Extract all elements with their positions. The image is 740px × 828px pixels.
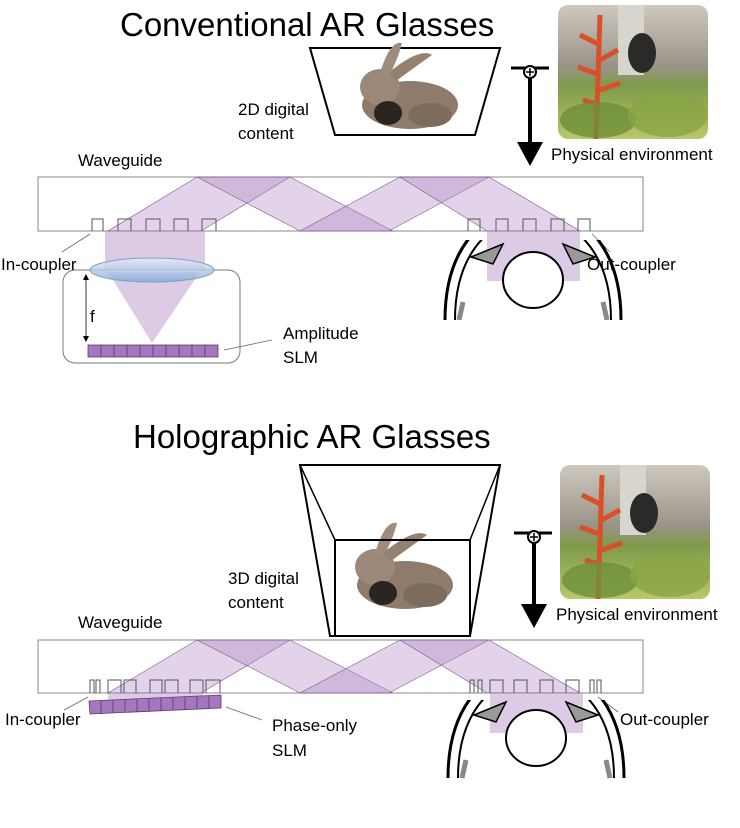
in-coupler-grating <box>89 679 221 693</box>
focal-length-arrow <box>83 274 89 342</box>
slm-label-1: Amplitude <box>283 324 359 343</box>
in-coupler-grating <box>91 218 217 231</box>
slm-label-1: Phase-only <box>272 716 358 735</box>
environment-photo <box>560 465 710 599</box>
lens <box>89 257 215 283</box>
2d-content-frame <box>308 42 502 136</box>
out-coupler-grating <box>467 218 591 231</box>
focal-label: f <box>90 307 95 326</box>
content-label-1: 3D digital <box>228 569 299 588</box>
holographic-panel: Holographic AR Glasses 3D digital conten… <box>5 418 718 778</box>
environment-label: Physical environment <box>551 145 713 164</box>
in-coupler-label: In-coupler <box>1 255 77 274</box>
content-label-2: content <box>238 124 294 143</box>
slm-label-2: SLM <box>283 348 318 367</box>
waveguide <box>37 176 644 232</box>
environment-arrow-icon <box>514 530 552 628</box>
holographic-title: Holographic AR Glasses <box>133 418 491 455</box>
environment-label: Physical environment <box>556 605 718 624</box>
light-cone <box>108 272 200 343</box>
waveguide <box>37 639 644 694</box>
phase-only-slm <box>88 694 222 715</box>
3d-content-frame <box>298 464 502 637</box>
amplitude-slm <box>87 344 219 358</box>
conventional-panel: Conventional AR Glasses 2D digital conte… <box>1 5 713 367</box>
slm-label-2: SLM <box>272 741 307 760</box>
environment-arrow-icon <box>511 65 549 166</box>
waveguide-label: Waveguide <box>78 151 162 170</box>
out-coupler-grating <box>469 679 602 693</box>
waveguide-label: Waveguide <box>78 613 162 632</box>
content-label-2: content <box>228 593 284 612</box>
environment-photo <box>558 5 708 139</box>
in-coupler-label: In-coupler <box>5 710 81 729</box>
out-coupler-label: Out-coupler <box>620 710 709 729</box>
conventional-title: Conventional AR Glasses <box>120 6 494 43</box>
content-label-1: 2D digital <box>238 100 309 119</box>
